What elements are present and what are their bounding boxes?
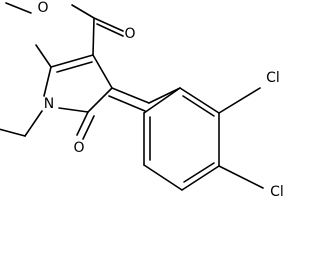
bond-c2-methyl xyxy=(35,44,52,68)
bond-ring-3-double-1 xyxy=(181,165,220,191)
bond-benzylidene-ring xyxy=(148,87,181,104)
bond-c3-c2-double-1 xyxy=(50,54,94,68)
carbonyl-oxygen-label: O xyxy=(124,26,135,42)
bond-c3-c2-double-2 xyxy=(56,61,93,73)
ester-oxygen-label: O xyxy=(37,0,48,16)
chlorine-label-1: Cl xyxy=(266,70,280,86)
bond-methyl-ester-o xyxy=(5,2,32,14)
bond-ring-cl2 xyxy=(218,165,264,189)
bond-ring-cl1 xyxy=(218,87,261,114)
bond-ester-o-carbonyl xyxy=(71,4,95,19)
bond-carbonyl-c3 xyxy=(92,17,95,56)
bond-carbonyl-o-double-2 xyxy=(96,23,124,37)
bond-n-c5 xyxy=(58,107,89,113)
bond-ch2-ch xyxy=(0,128,26,137)
bond-ketone-double-2 xyxy=(82,115,95,140)
bond-carbonyl-o-double-1 xyxy=(93,17,124,32)
bond-c4-c3 xyxy=(92,54,113,89)
bond-n-ch2 xyxy=(24,110,43,137)
bond-c4-benzylidene-double-2 xyxy=(108,95,146,112)
ketone-oxygen-label: O xyxy=(73,140,84,156)
bond-c5-c4 xyxy=(87,87,113,113)
bond-ring-1-double-1 xyxy=(179,87,220,114)
bond-ring-1-double-2 xyxy=(182,95,215,117)
chlorine-label-2: Cl xyxy=(270,184,284,200)
bond-ring-6 xyxy=(143,87,181,114)
bond-ketone-double-1 xyxy=(76,111,89,136)
bond-ring-3-double-2 xyxy=(183,162,215,183)
bond-ring-4 xyxy=(143,164,183,191)
bond-c4-benzylidene-double-1 xyxy=(111,87,150,104)
bond-c2-n xyxy=(43,66,52,97)
nitrogen-label: N xyxy=(44,96,54,112)
